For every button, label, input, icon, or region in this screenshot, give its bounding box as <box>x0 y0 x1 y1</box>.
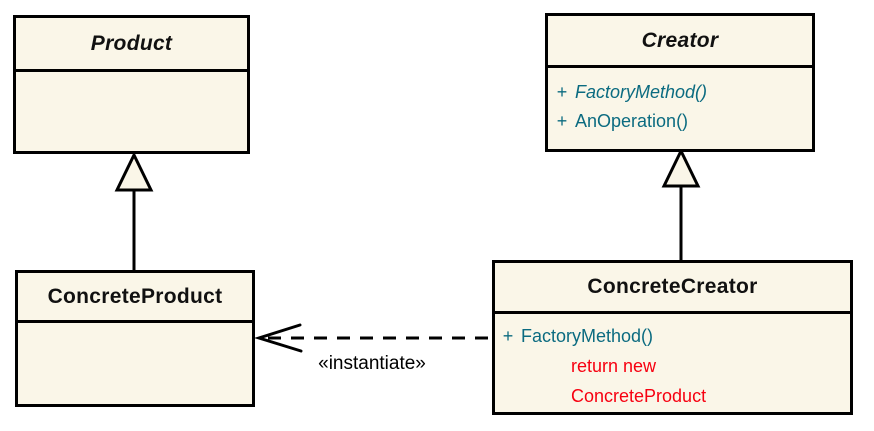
method-factory-method: + FactoryMethod() <box>549 78 812 107</box>
class-name-creator: Creator <box>548 16 812 68</box>
class-box-concrete-product: ConcreteProduct <box>15 270 255 407</box>
generalization-product <box>114 151 154 270</box>
class-body-concrete-product <box>18 323 252 404</box>
class-name-concrete-creator: ConcreteCreator <box>495 263 850 314</box>
dependency-instantiate: «instantiate» <box>253 323 492 374</box>
class-box-product: Product <box>13 15 250 154</box>
visibility-public: + <box>556 82 568 102</box>
dependency-label: «instantiate» <box>318 353 426 374</box>
generalization-creator <box>661 147 701 260</box>
pseudocode-line: return new <box>571 356 657 376</box>
class-name-product: Product <box>16 18 247 72</box>
method-factory-method: + FactoryMethod() <box>495 322 850 351</box>
hollow-triangle-arrowhead <box>661 147 701 188</box>
class-box-concrete-creator: ConcreteCreator + FactoryMethod() return… <box>492 260 853 415</box>
class-body-product <box>16 72 247 151</box>
class-body-concrete-creator: + FactoryMethod() return new ConcretePro… <box>495 314 850 412</box>
class-name-concrete-product: ConcreteProduct <box>18 273 252 323</box>
pseudocode-line: ConcreteProduct <box>571 386 707 406</box>
method-name: FactoryMethod() <box>575 82 708 102</box>
class-box-creator: Creator + FactoryMethod() + AnOperation(… <box>545 13 815 152</box>
visibility-public: + <box>502 326 514 346</box>
class-body-creator: + FactoryMethod() + AnOperation() <box>548 68 812 149</box>
method-name: AnOperation() <box>575 111 689 131</box>
method-an-operation: + AnOperation() <box>549 107 812 136</box>
open-arrowhead <box>253 323 303 353</box>
visibility-public: + <box>556 111 568 131</box>
hollow-triangle-arrowhead <box>114 151 154 192</box>
method-name: FactoryMethod() <box>521 326 654 346</box>
